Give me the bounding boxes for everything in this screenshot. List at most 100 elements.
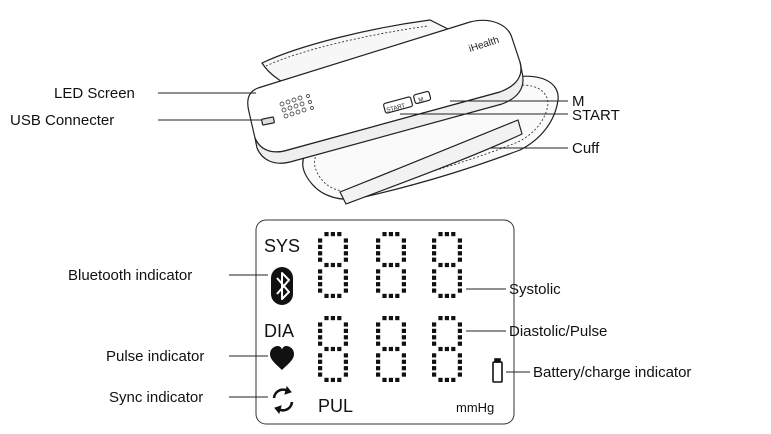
lcd-segment-dot	[388, 262, 393, 268]
lcd-segment-dot	[343, 288, 348, 293]
lcd-segment-dot	[401, 251, 406, 256]
lcd-segment-dot	[376, 322, 381, 327]
lcd-segment-dot	[401, 372, 406, 377]
lcd-segment-dot	[395, 316, 400, 321]
lcd-segment-dot	[432, 251, 437, 256]
lcd-segment-dot	[382, 316, 387, 321]
lcd-segment-dot	[457, 322, 462, 327]
lcd-segment-dot	[343, 282, 348, 287]
lcd-segment-dot	[388, 316, 393, 321]
lcd-segment-dot	[457, 328, 462, 333]
lcd-segment-dot	[318, 322, 323, 327]
lcd-segment-dot	[444, 262, 449, 268]
battery-icon	[492, 358, 503, 383]
lcd-segment-dot	[401, 238, 406, 243]
lcd-segment-dot	[438, 232, 443, 237]
lcd-segment-dot	[444, 232, 449, 237]
lcd-segment-dot	[330, 346, 335, 352]
lcd-segment-dot	[343, 251, 348, 256]
lcd-segment-dot	[432, 238, 437, 243]
lcd-segment-dot	[376, 282, 381, 287]
lcd-segment-dot	[382, 262, 387, 268]
lcd-segment-dot	[343, 366, 348, 371]
lcd-segment-dot	[457, 341, 462, 346]
lcd-segment-dot	[401, 269, 406, 274]
lcd-segment-dot	[343, 322, 348, 327]
lcd-segment-dot	[388, 346, 393, 352]
lcd-segment-dot	[438, 377, 443, 382]
lcd-segment-dot	[451, 377, 456, 382]
lcd-segment-dot	[432, 269, 437, 274]
lcd-segment-dot	[382, 293, 387, 298]
lcd-segment-dot	[318, 372, 323, 377]
lcd-segment-dot	[444, 346, 449, 352]
lcd-segment-dot	[432, 335, 437, 340]
lcd-segment-dot	[330, 293, 335, 298]
lcd-segment-dot	[395, 377, 400, 382]
lcd-segment-dot	[343, 257, 348, 262]
lcd-segment-dot	[318, 341, 323, 346]
lcd-segment-dot	[432, 359, 437, 364]
lcd-segment-dot	[376, 353, 381, 358]
lcd-segment-dot	[382, 232, 387, 237]
lcd-segment-dot	[401, 282, 406, 287]
lcd-segment-dot	[457, 251, 462, 256]
lcd-segment-dot	[318, 366, 323, 371]
usb-port	[261, 116, 275, 126]
label-led-screen: LED Screen	[54, 85, 135, 102]
lcd-segment-dot	[376, 335, 381, 340]
lcd-segment-dot	[376, 251, 381, 256]
lcd-segment-dot	[324, 232, 329, 237]
lcd-segment-dot	[401, 328, 406, 333]
label-bluetooth-indicator: Bluetooth indicator	[68, 267, 192, 284]
start-button-shape	[383, 96, 413, 114]
label-battery-indicator: Battery/charge indicator	[533, 364, 691, 381]
lcd-segment-dot	[343, 341, 348, 346]
lcd-segment-dot	[401, 359, 406, 364]
lcd-segment-dot	[376, 244, 381, 249]
lcd-segment-dot	[376, 372, 381, 377]
lcd-segment-dot	[401, 244, 406, 249]
lcd-segment-dot	[330, 232, 335, 237]
lcd-segment-dot	[432, 282, 437, 287]
lcd-segment-dot	[457, 366, 462, 371]
lcd-segment-dot	[401, 353, 406, 358]
lcd-segment-dot	[438, 293, 443, 298]
lcd-segment-dot	[432, 257, 437, 262]
lcd-segment-dot	[324, 346, 329, 352]
lcd-unit-label: mmHg	[456, 400, 494, 415]
lcd-pul-label: PUL	[318, 396, 353, 416]
label-pulse-indicator: Pulse indicator	[106, 348, 204, 365]
lcd-segment-dot	[438, 316, 443, 321]
lcd-segment-dot	[401, 322, 406, 327]
lcd-segment-dot	[432, 244, 437, 249]
device-illustration	[247, 19, 559, 205]
lcd-segment-dot	[376, 359, 381, 364]
lcd-segment-dot	[432, 288, 437, 293]
lcd-segment-dot	[318, 244, 323, 249]
bottom-leader-lines	[229, 274, 530, 398]
label-cuff: Cuff	[572, 140, 600, 157]
lcd-segment-dot	[318, 335, 323, 340]
lcd-segment-dot	[337, 316, 342, 321]
top-leader-lines	[158, 92, 568, 149]
lcd-segment-dot	[388, 293, 393, 298]
label-m: M	[572, 93, 585, 110]
lcd-dia-label: DIA	[264, 321, 294, 341]
lcd-segment-dot	[457, 359, 462, 364]
label-start: START	[572, 107, 620, 124]
start-button-label: START	[386, 103, 406, 114]
label-usb-connecter: USB Connecter	[10, 112, 114, 129]
lcd-segment-dot	[337, 232, 342, 237]
lcd-segment-dot	[432, 322, 437, 327]
lcd-segment-dot	[318, 353, 323, 358]
lcd-segment-dot	[318, 257, 323, 262]
lcd-segment-dot	[401, 257, 406, 262]
sync-icon	[272, 385, 294, 415]
lcd-digits	[318, 232, 462, 382]
lcd-segment-dot	[457, 269, 462, 274]
lcd-segment-dot	[401, 275, 406, 280]
lcd-segment-dot	[318, 328, 323, 333]
lcd-segment-dot	[343, 353, 348, 358]
lcd-segment-dot	[444, 316, 449, 321]
